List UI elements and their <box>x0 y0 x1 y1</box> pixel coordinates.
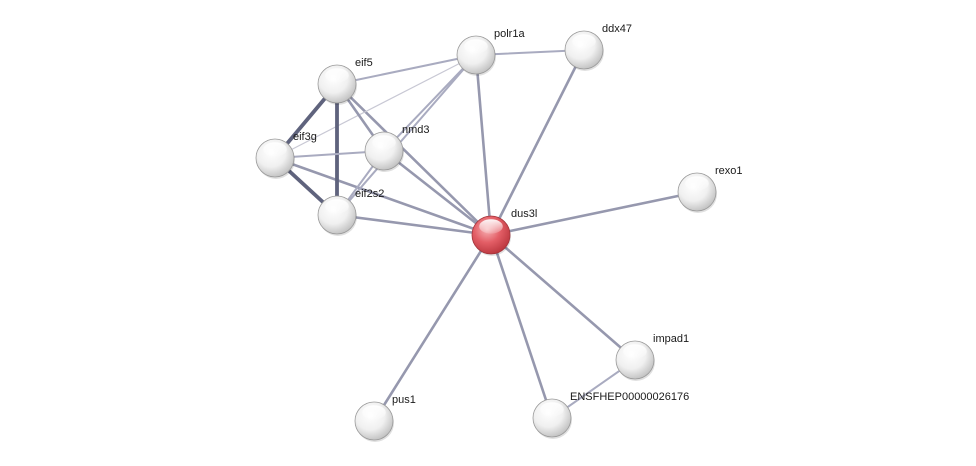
node-label-eif2s2: eif2s2 <box>355 188 384 200</box>
node-highlight <box>362 405 386 420</box>
node-dus3l[interactable]: dus3l <box>471 208 537 256</box>
node-pus1[interactable]: pus1 <box>354 394 416 442</box>
edge-polr1a-nmd3[interactable] <box>383 54 477 152</box>
node-eif2s2[interactable]: eif2s2 <box>317 188 384 236</box>
node-label-eif5: eif5 <box>355 57 373 69</box>
node-label-pus1: pus1 <box>392 394 416 406</box>
node-label-dus3l: dus3l <box>511 208 537 220</box>
node-ddx47[interactable]: ddx47 <box>564 23 632 71</box>
edge-polr1a-eif2s2[interactable] <box>336 54 477 216</box>
node-highlight <box>685 176 709 191</box>
edge-dus3l-ddx47[interactable] <box>489 48 586 237</box>
edge-dus3l-polr1a[interactable] <box>474 53 493 237</box>
node-highlight <box>263 142 287 157</box>
node-eif5[interactable]: eif5 <box>317 57 373 105</box>
node-highlight <box>325 68 349 83</box>
node-polr1a[interactable]: polr1a <box>456 28 525 76</box>
node-highlight <box>572 34 596 49</box>
node-highlight <box>479 219 503 234</box>
node-label-ddx47: ddx47 <box>602 23 632 35</box>
node-highlight <box>325 199 349 214</box>
edge-dus3l-eif5[interactable] <box>335 82 493 237</box>
node-rexo1[interactable]: rexo1 <box>677 165 743 213</box>
node-highlight <box>623 344 647 359</box>
node-eif3g[interactable]: eif3g <box>255 131 317 179</box>
node-highlight <box>464 39 488 54</box>
node-label-impad1: impad1 <box>653 333 689 345</box>
node-impad1[interactable]: impad1 <box>615 333 689 381</box>
edge-dus3l-eif2s2[interactable] <box>335 213 493 237</box>
node-highlight <box>372 135 396 150</box>
edge-dus3l-nmd3[interactable] <box>382 149 493 237</box>
edge-polr1a-eif5[interactable] <box>336 54 477 85</box>
node-nmd3[interactable]: nmd3 <box>364 124 430 172</box>
edge-polr1a-eif3g[interactable] <box>274 54 477 159</box>
node-label-eif3g: eif3g <box>293 131 317 143</box>
node-label-ensfhep: ENSFHEP00000026176 <box>570 391 689 403</box>
node-ensfhep[interactable]: ENSFHEP00000026176 <box>532 391 689 439</box>
edge-dus3l-impad1[interactable] <box>489 233 637 362</box>
edge-dus3l-pus1[interactable] <box>372 233 493 423</box>
edge-dus3l-eif3g[interactable] <box>273 156 493 237</box>
node-label-nmd3: nmd3 <box>402 124 430 136</box>
edge-dus3l-rexo1[interactable] <box>489 190 699 237</box>
nodes: dus3l polr1a ddx47 eif5 nmd3 eif3g eif2s2 rexo1… <box>255 23 743 442</box>
node-highlight <box>540 402 564 417</box>
node-label-polr1a: polr1a <box>494 28 525 40</box>
edge-dus3l-ensfhep[interactable] <box>489 233 554 420</box>
node-label-rexo1: rexo1 <box>715 165 743 177</box>
